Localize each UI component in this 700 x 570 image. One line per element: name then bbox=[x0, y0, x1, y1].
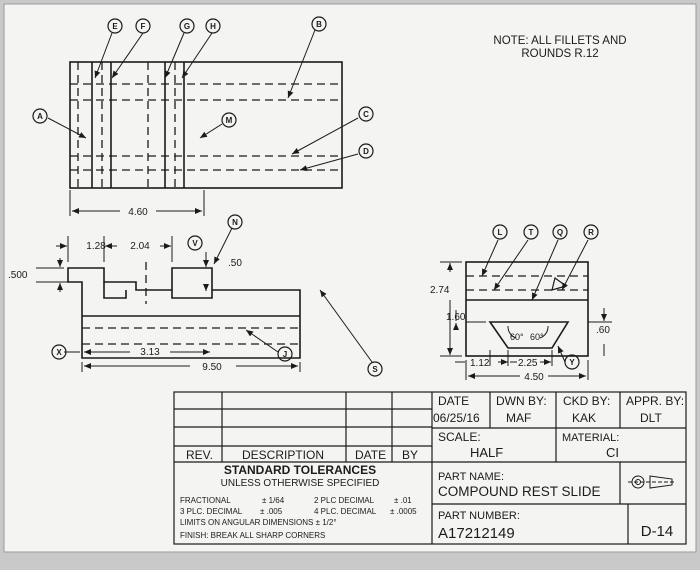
appr-value: DLT bbox=[640, 411, 662, 425]
callout-V: V bbox=[192, 239, 198, 248]
dim-9-50-text: 9.50 bbox=[202, 362, 222, 373]
callout-L: L bbox=[498, 228, 503, 237]
scale-value: HALF bbox=[470, 445, 503, 460]
callout-R: R bbox=[588, 228, 594, 237]
callout-S: S bbox=[372, 365, 378, 374]
date-label: DATE bbox=[438, 394, 469, 408]
angle-60-b: 60° bbox=[530, 332, 544, 342]
part-name-label: PART NAME: bbox=[438, 471, 504, 483]
title-block bbox=[173, 391, 687, 545]
dim-2-04-text: 2.04 bbox=[130, 241, 150, 252]
scale-label: SCALE: bbox=[438, 430, 481, 444]
paper bbox=[3, 3, 697, 553]
callout-C: C bbox=[363, 110, 369, 119]
callout-circles bbox=[32, 16, 599, 377]
dwn-value: MAF bbox=[506, 411, 531, 425]
dim-0-50-text: .50 bbox=[228, 258, 242, 269]
callout-X: X bbox=[56, 348, 62, 357]
ckd-label: CKD BY: bbox=[563, 394, 610, 408]
date-value: 06/25/16 bbox=[433, 411, 480, 425]
dim-0-60-text: .60 bbox=[596, 325, 610, 336]
front-view bbox=[67, 262, 301, 359]
side-view bbox=[465, 261, 589, 357]
note-line-1: NOTE: ALL FILLETS AND bbox=[493, 35, 626, 47]
callout-H: H bbox=[210, 22, 216, 31]
callout-A: A bbox=[37, 112, 43, 121]
angle-60-a: 60° bbox=[510, 332, 524, 342]
dim-1-60-text: 1.60 bbox=[446, 312, 466, 323]
fractional-value: ± 1/64 bbox=[262, 496, 285, 505]
tolerance-subtitle: UNLESS OTHERWISE SPECIFIED bbox=[221, 478, 380, 489]
dim-4-50-text: 4.50 bbox=[524, 372, 544, 383]
callout-J: J bbox=[283, 350, 287, 359]
top-view bbox=[69, 61, 343, 189]
rev-date-header: DATE bbox=[355, 448, 386, 462]
ckd-value: KAK bbox=[572, 411, 596, 425]
callout-Y: Y bbox=[569, 358, 575, 367]
callout-N: N bbox=[232, 218, 238, 227]
side-dimensions bbox=[440, 261, 612, 380]
callout-F: F bbox=[141, 22, 146, 31]
description-header: DESCRIPTION bbox=[242, 448, 324, 462]
dim-4-60 bbox=[69, 190, 205, 216]
material-value: CI bbox=[606, 445, 619, 460]
two-plc-value: ± .01 bbox=[394, 496, 412, 505]
part-number-label: PART NUMBER: bbox=[438, 510, 520, 522]
part-number-value: A17212149 bbox=[438, 525, 515, 542]
dim-1-12-text: 1.12 bbox=[470, 358, 490, 369]
dim-3-13-text: 3.13 bbox=[140, 347, 160, 358]
fractional-label: FRACTIONAL bbox=[180, 496, 231, 505]
by-header: BY bbox=[402, 448, 418, 462]
tolerance-title: STANDARD TOLERANCES bbox=[224, 463, 376, 477]
two-plc-label: 2 PLC DECIMAL bbox=[314, 496, 375, 505]
callout-M: M bbox=[226, 116, 233, 125]
callout-G: G bbox=[184, 22, 190, 31]
four-plc-label: 4 PLC. DECIMAL bbox=[314, 507, 377, 516]
part-name-value: COMPOUND REST SLIDE bbox=[438, 484, 601, 499]
projection-symbol-icon bbox=[628, 475, 676, 489]
three-plc-value: ± .005 bbox=[260, 507, 283, 516]
sheet-number: D-14 bbox=[641, 523, 674, 540]
finish-note: FINISH: BREAK ALL SHARP CORNERS bbox=[180, 531, 325, 540]
material-label: MATERIAL: bbox=[562, 432, 619, 444]
appr-label: APPR. BY: bbox=[626, 394, 684, 408]
note-line-2: ROUNDS R.12 bbox=[521, 48, 598, 60]
callout-D: D bbox=[363, 147, 369, 156]
rev-header: REV. bbox=[186, 448, 213, 462]
dim-1-28-text: 1.28 bbox=[86, 241, 106, 252]
leaders bbox=[47, 29, 589, 363]
front-dimensions bbox=[36, 236, 301, 372]
dim-4-60-text: 4.60 bbox=[128, 207, 148, 218]
dim-2-74-text: 2.74 bbox=[430, 285, 450, 296]
dim-0-500-text: .500 bbox=[8, 270, 28, 281]
four-plc-value: ± .0005 bbox=[390, 507, 417, 516]
callout-T: T bbox=[529, 228, 534, 237]
callout-E: E bbox=[112, 22, 118, 31]
dwn-label: DWN BY: bbox=[496, 394, 547, 408]
dim-2-25-text: 2.25 bbox=[518, 358, 538, 369]
angular-limits: LIMITS ON ANGULAR DIMENSIONS ± 1/2° bbox=[180, 518, 337, 527]
callout-Q: Q bbox=[557, 228, 563, 237]
three-plc-label: 3 PLC. DECIMAL bbox=[180, 507, 243, 516]
callout-B: B bbox=[316, 20, 322, 29]
